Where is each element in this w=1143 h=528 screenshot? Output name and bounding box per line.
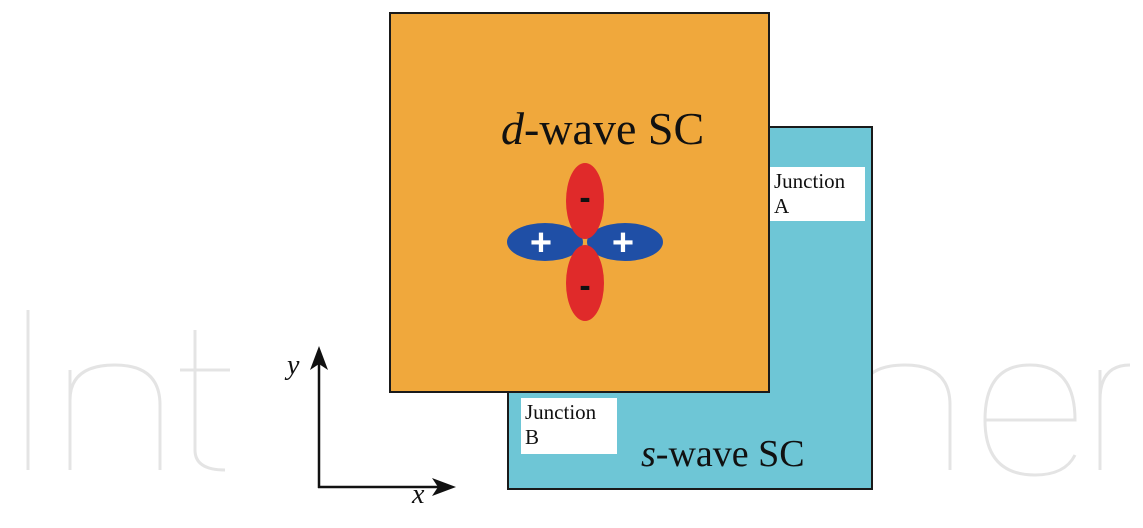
d-wave-title: d-wave SC (501, 103, 705, 154)
junction-a-label: Junction A (770, 167, 865, 221)
coordinate-axes (310, 346, 456, 496)
lobe-right (587, 223, 663, 261)
lobe-bottom (566, 245, 604, 321)
x-axis-arrow-icon (432, 478, 456, 496)
s-wave-title: s-wave SC (641, 433, 805, 475)
sign-top: - (579, 179, 590, 217)
y-axis-label: y (287, 350, 300, 381)
x-axis-label: x (412, 479, 425, 510)
sign-left: + (530, 222, 552, 264)
sign-right: + (612, 222, 634, 264)
d-wave-orbital: - - + + (507, 163, 663, 321)
lobe-left (507, 223, 583, 261)
sign-bottom: - (579, 267, 590, 305)
y-axis-arrow-icon (310, 346, 328, 370)
junction-b-label: Junction B (521, 398, 617, 454)
lobe-top (566, 163, 604, 239)
